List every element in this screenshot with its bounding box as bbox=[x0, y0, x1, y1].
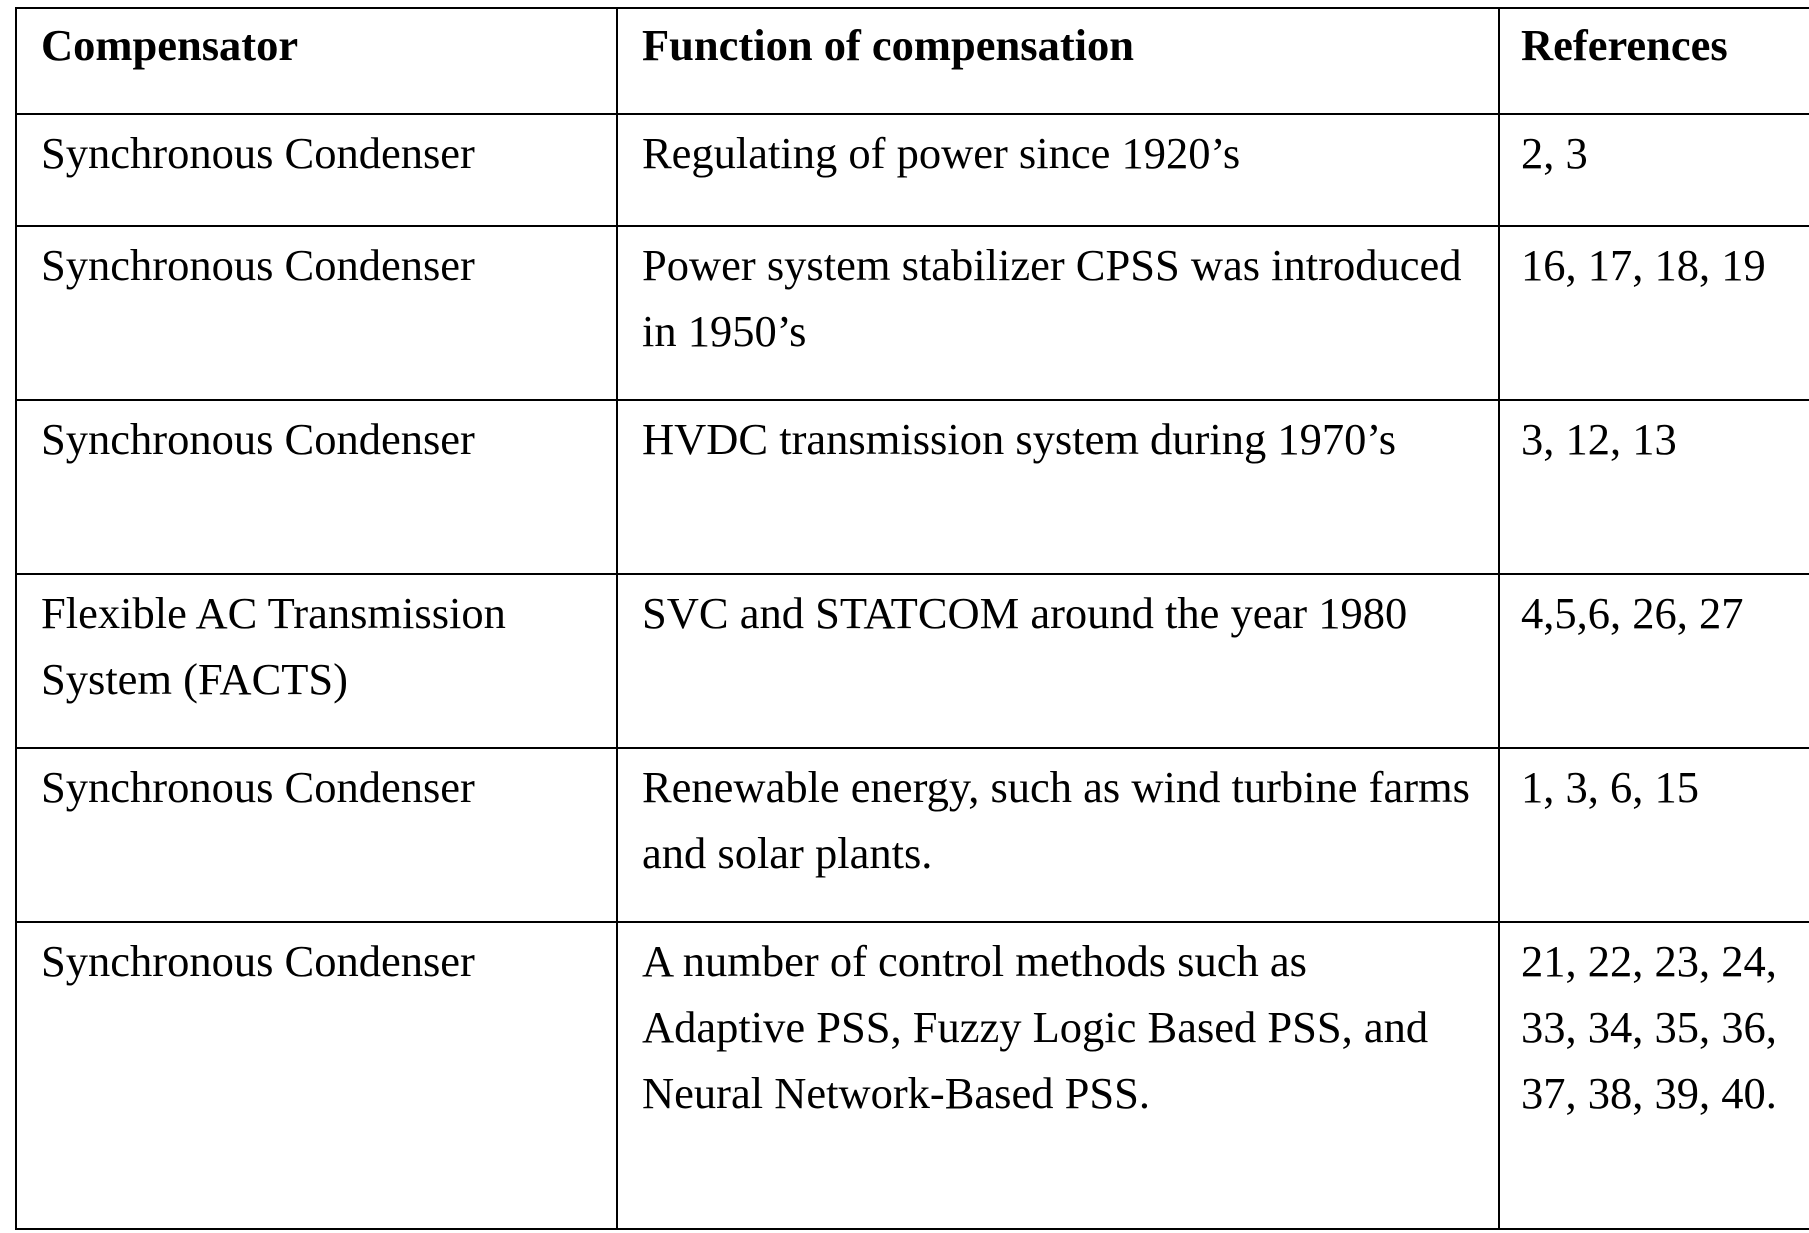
cell-references: 1, 3, 6, 15 bbox=[1498, 747, 1809, 923]
header-references: References bbox=[1498, 7, 1809, 115]
cell-compensator: Synchronous Condenser bbox=[15, 399, 618, 575]
cell-compensator: Synchronous Condenser bbox=[15, 113, 618, 227]
table-header-row: Compensator Function of compensation Ref… bbox=[15, 7, 1809, 115]
table-row: Flexible AC Transmission System (FACTS) … bbox=[15, 573, 1809, 749]
cell-function: Regulating of power since 1920’s bbox=[616, 113, 1500, 227]
table-row: Synchronous Condenser Regulating of powe… bbox=[15, 113, 1809, 227]
cell-compensator: Flexible AC Transmission System (FACTS) bbox=[15, 573, 618, 749]
cell-references: 4,5,6, 26, 27 bbox=[1498, 573, 1809, 749]
cell-compensator: Synchronous Condenser bbox=[15, 225, 618, 401]
cell-references: 2, 3 bbox=[1498, 113, 1809, 227]
cell-function: Renewable energy, such as wind turbine f… bbox=[616, 747, 1500, 923]
compensation-table: Compensator Function of compensation Ref… bbox=[15, 7, 1809, 1230]
cell-compensator: Synchronous Condenser bbox=[15, 747, 618, 923]
table-row: Synchronous Condenser Renewable energy, … bbox=[15, 747, 1809, 923]
table-row: Synchronous Condenser A number of contro… bbox=[15, 921, 1809, 1230]
compensation-table-container: Compensator Function of compensation Ref… bbox=[15, 7, 1809, 1230]
header-compensator: Compensator bbox=[15, 7, 618, 115]
cell-references: 3, 12, 13 bbox=[1498, 399, 1809, 575]
header-function: Function of compensation bbox=[616, 7, 1500, 115]
table-row: Synchronous Condenser Power system stabi… bbox=[15, 225, 1809, 401]
cell-function: HVDC transmission system during 1970’s bbox=[616, 399, 1500, 575]
table-row: Synchronous Condenser HVDC transmission … bbox=[15, 399, 1809, 575]
cell-function: SVC and STATCOM around the year 1980 bbox=[616, 573, 1500, 749]
cell-references: 16, 17, 18, 19 bbox=[1498, 225, 1809, 401]
cell-references: 21, 22, 23, 24, 33, 34, 35, 36, 37, 38, … bbox=[1498, 921, 1809, 1230]
cell-compensator: Synchronous Condenser bbox=[15, 921, 618, 1230]
cell-function: Power system stabilizer CPSS was introdu… bbox=[616, 225, 1500, 401]
cell-function: A number of control methods such as Adap… bbox=[616, 921, 1500, 1230]
